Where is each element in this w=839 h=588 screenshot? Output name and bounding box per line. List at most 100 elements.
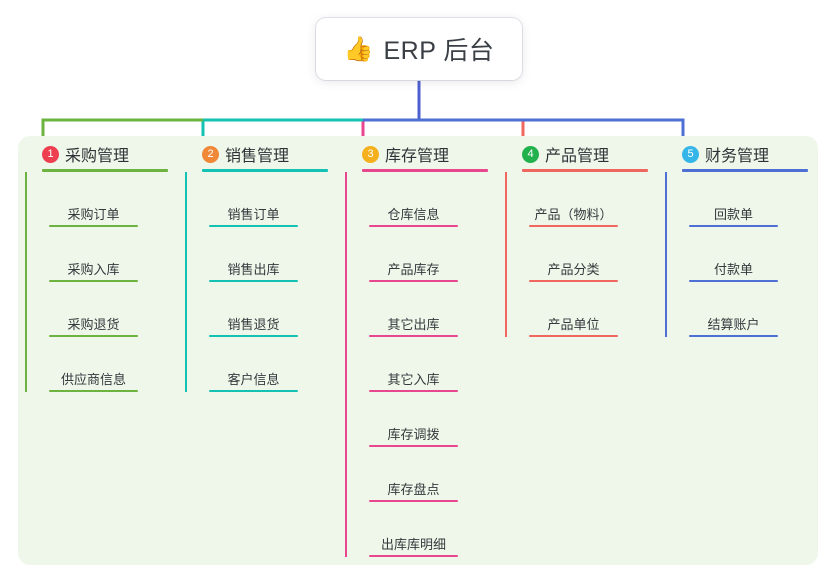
branch-item-underline <box>49 390 138 392</box>
branch-item[interactable]: 产品（物料） <box>529 172 618 227</box>
branch-item-list: 仓库信息产品库存其它出库其它入库库存调拨库存盘点出库库明细 <box>358 172 498 557</box>
branch-item-label: 采购订单 <box>67 207 120 222</box>
branch-item[interactable]: 销售出库 <box>209 227 298 282</box>
branch-item-underline <box>689 225 778 227</box>
branch-item-underline <box>689 335 778 337</box>
branch-item-underline <box>209 335 298 337</box>
branch-title: 销售管理 <box>225 148 290 165</box>
branch-columns: 1 采购管理采购订单采购入库采购退货供应商信息 2 销售管理销售订单销售出库销售退货客… <box>18 136 818 565</box>
branch-item-underline <box>529 280 618 282</box>
branch-spine <box>665 172 667 337</box>
branch-item[interactable]: 库存调拨 <box>369 392 458 447</box>
branch-item-label: 客户信息 <box>227 372 280 387</box>
branches-panel <box>18 136 818 565</box>
branch-item-underline <box>369 555 458 557</box>
branch-column-2: 2 销售管理销售订单销售出库销售退货客户信息 <box>178 136 338 565</box>
branch-item-label: 库存调拨 <box>387 427 440 442</box>
branch-item-label: 产品分类 <box>547 262 600 277</box>
branch-item-label: 产品（物料） <box>534 207 613 222</box>
branch-item[interactable]: 采购入库 <box>49 227 138 282</box>
branch-column-5: 5 财务管理回款单付款单结算账户 <box>658 136 818 565</box>
branch-number-badge: 2 <box>202 145 219 163</box>
branch-item-underline <box>689 280 778 282</box>
branch-column-3: 3 库存管理仓库信息产品库存其它出库其它入库库存调拨库存盘点出库库明细 <box>338 136 498 565</box>
branch-item[interactable]: 销售退货 <box>209 282 298 337</box>
branch-item[interactable]: 回款单 <box>689 172 778 227</box>
branch-item-label: 其它出库 <box>387 317 440 332</box>
branch-item-label: 产品单位 <box>547 317 600 332</box>
branch-item-label: 产品库存 <box>387 262 440 277</box>
branch-item[interactable]: 供应商信息 <box>49 337 138 392</box>
branch-item-label: 采购退货 <box>67 317 120 332</box>
branch-item-list: 回款单付款单结算账户 <box>678 172 818 337</box>
branch-item-underline <box>369 445 458 447</box>
branch-item-label: 销售订单 <box>227 207 280 222</box>
root-title-card[interactable]: 👍 ERP 后台 <box>316 18 522 80</box>
branch-spine <box>345 172 347 557</box>
branch-number-badge: 5 <box>682 145 699 163</box>
branch-header-3[interactable]: 3 库存管理 <box>358 136 498 172</box>
branch-header-1[interactable]: 1 采购管理 <box>38 136 178 172</box>
branch-item[interactable]: 仓库信息 <box>369 172 458 227</box>
branch-item[interactable]: 结算账户 <box>689 282 778 337</box>
branch-item-underline <box>529 225 618 227</box>
branch-title-underline <box>522 169 648 172</box>
branch-item-underline <box>529 335 618 337</box>
branch-header-5[interactable]: 5 财务管理 <box>678 136 818 172</box>
branch-item-label: 其它入库 <box>387 372 440 387</box>
branch-spine <box>505 172 507 337</box>
branch-item-label: 仓库信息 <box>387 207 440 222</box>
branch-item[interactable]: 采购订单 <box>49 172 138 227</box>
branch-item[interactable]: 产品单位 <box>529 282 618 337</box>
branch-item-underline <box>49 280 138 282</box>
branch-item-underline <box>369 335 458 337</box>
branch-item-label: 出库库明细 <box>380 537 446 552</box>
branch-title-underline <box>202 169 328 172</box>
branch-title: 库存管理 <box>385 148 450 165</box>
branch-item[interactable]: 产品分类 <box>529 227 618 282</box>
branch-title: 采购管理 <box>65 148 130 165</box>
branch-item-label: 采购入库 <box>67 262 120 277</box>
branch-item-list: 销售订单销售出库销售退货客户信息 <box>198 172 338 392</box>
branch-item-label: 销售出库 <box>227 262 280 277</box>
branch-item[interactable]: 采购退货 <box>49 282 138 337</box>
branch-item[interactable]: 出库库明细 <box>369 502 458 557</box>
branch-number-badge: 1 <box>42 145 59 163</box>
branch-number-badge: 3 <box>362 145 379 163</box>
branch-item[interactable]: 客户信息 <box>209 337 298 392</box>
branch-column-1: 1 采购管理采购订单采购入库采购退货供应商信息 <box>18 136 178 565</box>
branch-item-underline <box>49 225 138 227</box>
branch-title-underline <box>42 169 168 172</box>
branch-number-badge: 4 <box>522 145 539 163</box>
branch-title-underline <box>682 169 808 172</box>
branch-spine <box>25 172 27 392</box>
branch-item-underline <box>209 390 298 392</box>
branch-title: 财务管理 <box>705 148 770 165</box>
branch-item-underline <box>369 390 458 392</box>
root-title-text: ERP 后台 <box>383 37 495 65</box>
branch-title-underline <box>362 169 488 172</box>
branch-item-underline <box>209 225 298 227</box>
branch-item-list: 产品（物料） 产品分类产品单位 <box>518 172 658 337</box>
branch-item-underline <box>49 335 138 337</box>
branch-item[interactable]: 库存盘点 <box>369 447 458 502</box>
branch-item[interactable]: 产品库存 <box>369 227 458 282</box>
branch-spine <box>185 172 187 392</box>
branch-header-4[interactable]: 4 产品管理 <box>518 136 658 172</box>
branch-item-label: 付款单 <box>713 262 753 277</box>
branch-item-underline <box>369 280 458 282</box>
branch-item-underline <box>369 500 458 502</box>
branch-title: 产品管理 <box>545 148 610 165</box>
branch-item[interactable]: 其它出库 <box>369 282 458 337</box>
branch-item[interactable]: 其它入库 <box>369 337 458 392</box>
branch-item-label: 库存盘点 <box>387 482 440 497</box>
branch-item[interactable]: 销售订单 <box>209 172 298 227</box>
branch-header-2[interactable]: 2 销售管理 <box>198 136 338 172</box>
branch-item-label: 结算账户 <box>707 317 760 332</box>
branch-item-underline <box>209 280 298 282</box>
branch-item-list: 采购订单采购入库采购退货供应商信息 <box>38 172 178 392</box>
branch-item[interactable]: 付款单 <box>689 227 778 282</box>
branch-column-4: 4 产品管理产品（物料） 产品分类产品单位 <box>498 136 658 565</box>
branch-item-label: 供应商信息 <box>60 372 126 387</box>
